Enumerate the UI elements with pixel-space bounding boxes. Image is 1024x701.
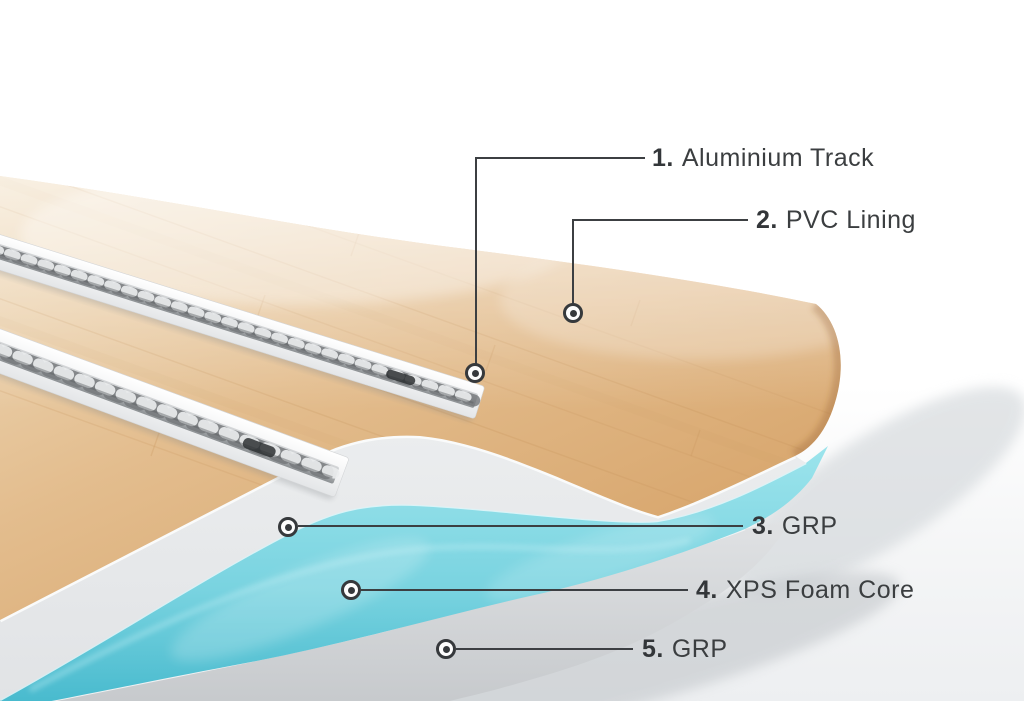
- callout-number: 5.: [642, 635, 664, 663]
- callout-marker-1: [465, 363, 485, 383]
- callout-label-1: 1.Aluminium Track: [652, 143, 874, 173]
- callout-marker-4: [341, 580, 361, 600]
- callout-text: PVC Lining: [785, 206, 916, 234]
- callout-label-4: 4.XPS Foam Core: [696, 575, 914, 605]
- callout-line-4: [361, 589, 688, 591]
- callout-label-2: 2.PVC Lining: [756, 205, 916, 235]
- callout-number: 3.: [752, 512, 774, 540]
- callout-line-2: [572, 219, 748, 221]
- callout-label-5: 5.GRP: [642, 634, 728, 664]
- callout-marker-3: [278, 517, 298, 537]
- callout-line-1: [475, 157, 645, 159]
- callout-line-3: [298, 525, 743, 527]
- callout-text: Aluminium Track: [681, 144, 875, 172]
- aluminium-track-2: [0, 314, 349, 500]
- track-slot-hole: [386, 369, 416, 386]
- callout-line-1-vertical: [475, 157, 477, 365]
- callout-text: GRP: [671, 635, 728, 663]
- aluminium-track-1: [0, 222, 485, 421]
- callout-number: 1.: [652, 144, 674, 172]
- callout-marker-5: [436, 639, 456, 659]
- callout-number: 2.: [756, 206, 778, 234]
- callout-line-5: [456, 648, 633, 650]
- callout-marker-2: [563, 303, 583, 323]
- track-slot-hole: [242, 437, 276, 458]
- callout-number: 4.: [696, 576, 718, 604]
- callout-label-3: 3.GRP: [752, 511, 838, 541]
- callout-text: XPS Foam Core: [725, 576, 915, 604]
- grp-upper-layer: [0, 435, 806, 700]
- callout-line-2-vertical: [572, 219, 574, 305]
- callout-text: GRP: [781, 512, 838, 540]
